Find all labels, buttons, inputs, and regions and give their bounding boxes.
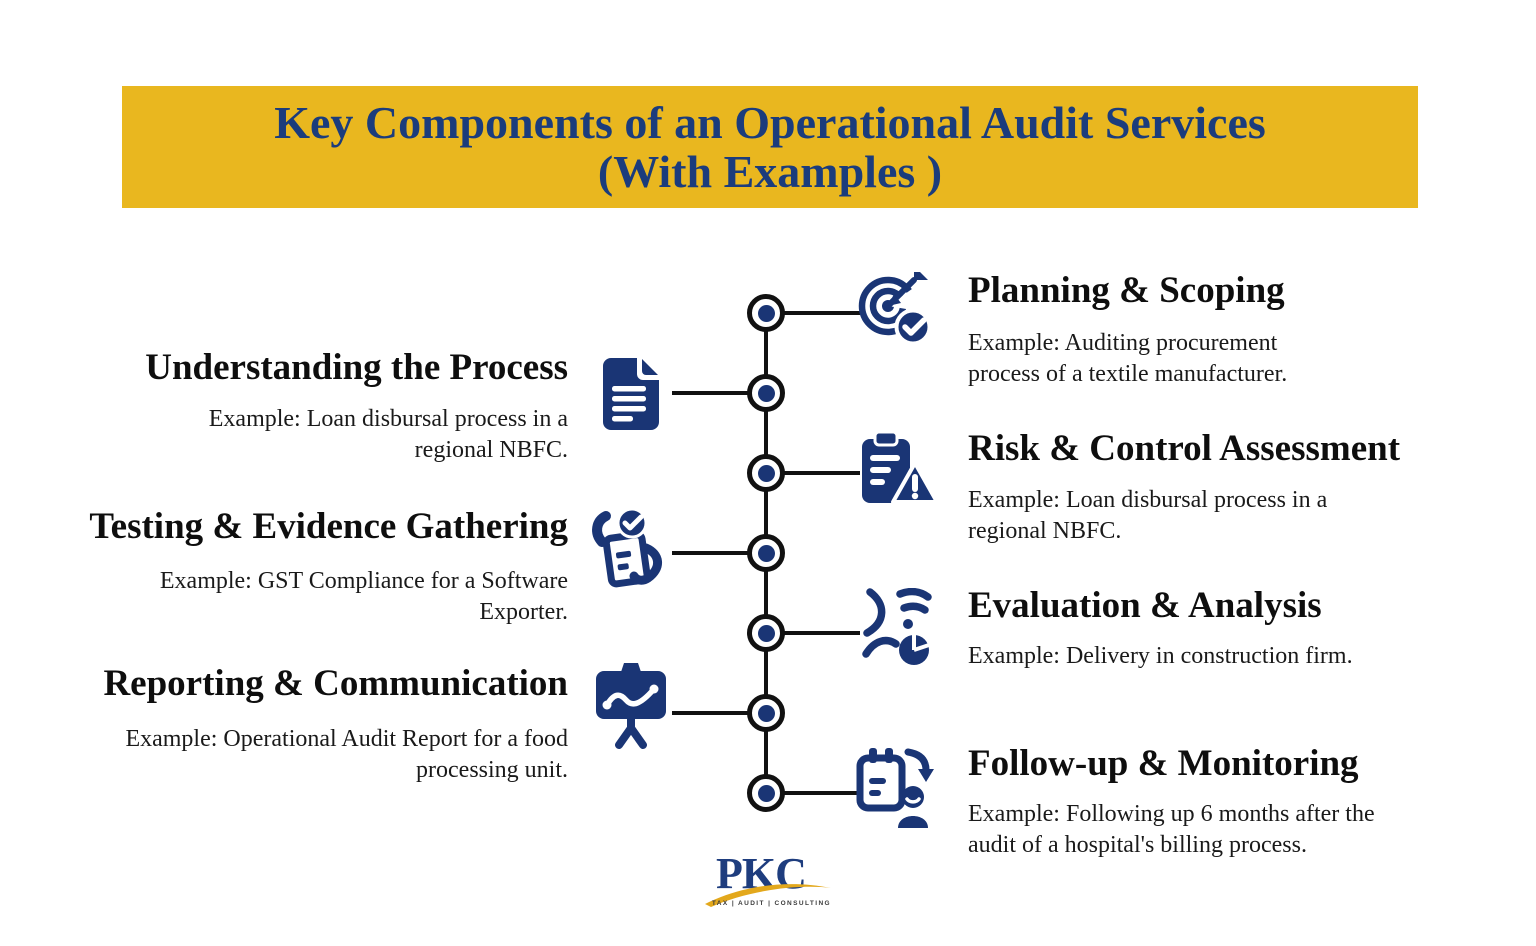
timeline-connector-right-2 [766, 471, 860, 475]
timeline-node [747, 774, 785, 812]
item-example: Example: Operational Audit Report for a … [125, 726, 568, 783]
timeline-connector-left-1 [672, 391, 766, 395]
page-title-line1: Key Components of an Operational Audit S… [274, 97, 1266, 148]
clipboard-person-arrow-icon [856, 746, 936, 830]
item-title-testing-evidence-gathering: Testing & Evidence Gathering [89, 506, 568, 547]
analysis-pie-icon [862, 588, 934, 668]
clipboard-warning-icon [860, 431, 938, 511]
timeline-node-dot [757, 544, 775, 562]
item-title-reporting-communication: Reporting & Communication [103, 663, 568, 704]
document-icon [599, 356, 663, 432]
target-check-icon [858, 272, 936, 352]
item-example: Example: Delivery in construction firm. [968, 643, 1353, 669]
timeline-node-dot [757, 784, 775, 802]
timeline-node [747, 694, 785, 732]
item-title-evaluation-analysis: Evaluation & Analysis [968, 585, 1322, 626]
timeline-connector-right-1 [766, 311, 860, 315]
item-title-risk-control-assessment: Risk & Control Assessment [968, 428, 1401, 469]
item-title-planning-scoping: Planning & Scoping [968, 270, 1285, 311]
timeline-connector-left-3 [672, 711, 766, 715]
item-title-follow-up-monitoring: Follow-up & Monitoring [968, 743, 1359, 784]
timeline-node [747, 294, 785, 332]
item-example: Example: Loan disbursal process in a reg… [208, 406, 568, 463]
checklist-check-icon [586, 508, 670, 592]
timeline-node-dot [757, 624, 775, 642]
title-banner: Key Components of an Operational Audit S… [122, 86, 1418, 208]
item-example: Example: Auditing procurement process of… [968, 330, 1288, 387]
timeline-node-dot [757, 384, 775, 402]
page-title-line2: (With Examples ) [597, 146, 943, 197]
item-example: Example: Loan disbursal process in a reg… [968, 487, 1328, 544]
timeline-node-dot [757, 464, 775, 482]
pkc-logo: PKC TAX | AUDIT | CONSULTING [703, 852, 833, 914]
timeline-node [747, 614, 785, 652]
item-example: Example: GST Compliance for a Software E… [159, 568, 568, 625]
timeline-connector-right-3 [766, 631, 860, 635]
timeline-node [747, 454, 785, 492]
timeline-connector-left-2 [672, 551, 766, 555]
presentation-chart-icon [594, 663, 668, 751]
item-example: Example: Following up 6 months after the… [968, 801, 1375, 858]
timeline-node-dot [757, 704, 775, 722]
timeline-connector-right-4 [766, 791, 860, 795]
item-title-understanding-the-process: Understanding the Process [145, 347, 568, 388]
logo-tagline: TAX | AUDIT | CONSULTING [711, 900, 831, 907]
logo-swoosh [705, 884, 831, 907]
timeline-node-dot [757, 304, 775, 322]
timeline-node [747, 374, 785, 412]
timeline-node [747, 534, 785, 572]
